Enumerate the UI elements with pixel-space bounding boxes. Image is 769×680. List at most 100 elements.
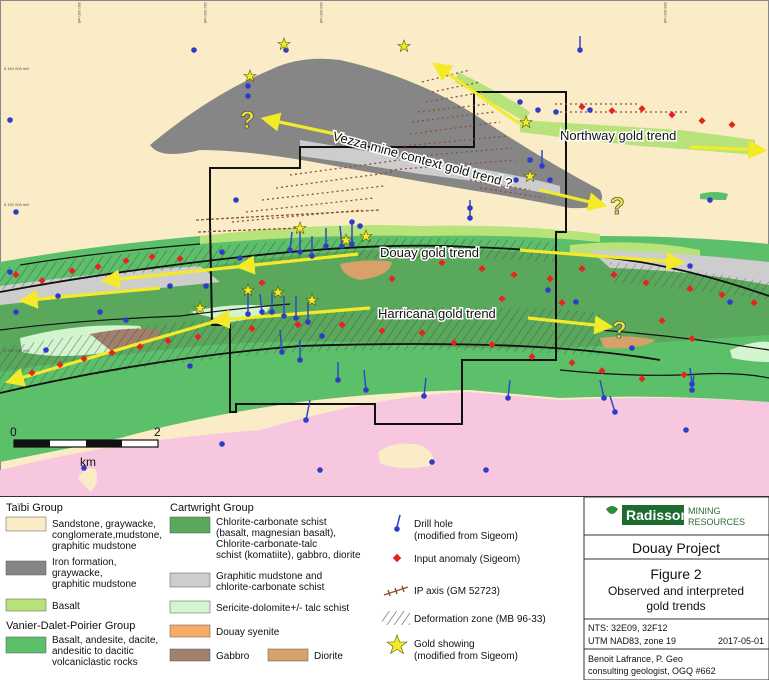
scale-end: 2: [154, 425, 161, 439]
coord-label: 5 492 000 mN: [4, 202, 29, 207]
logo-sub-2: RESOURCES: [688, 517, 745, 527]
taibi-group-title: Taïbi Group: [6, 502, 63, 514]
swatch-sandstone: [5, 516, 47, 532]
scale-unit: km: [80, 455, 96, 469]
graphitic-band: [300, 140, 560, 196]
logo-main-text: Radisson: [626, 507, 689, 523]
ip-axis-icon: [383, 585, 409, 597]
pink-unit: [0, 392, 769, 496]
swatch-diorite: [267, 648, 309, 662]
label-iron-formation: Iron formation, graywacke, graphitic mud…: [52, 557, 137, 590]
label-showing-line: (modified from Sigeom): [414, 651, 518, 662]
label-vanier-line: andesitic to dacitic: [52, 646, 134, 657]
label-vanier-line: Basalt, andesite, dacite,: [52, 635, 158, 646]
label-chlorite-line: Chlorite-carbonate-talc: [216, 539, 317, 550]
deformation-zone: [0, 238, 560, 290]
fault-line-4: [0, 303, 291, 331]
coord-label: 5 494 000 mN: [4, 66, 29, 71]
coord-label: 286 000 mE: [663, 2, 668, 24]
label-sericite: Sericite-dolomite+/- talc schist: [216, 603, 349, 614]
trend-label-douay: Douay gold trend: [380, 245, 479, 260]
scale-start: 0: [10, 425, 17, 439]
trend-label-harricana: Harricana gold trend: [378, 306, 496, 321]
deformation-icon: [382, 611, 410, 625]
query-mark: ?: [240, 107, 255, 134]
fault-line-3: [19, 243, 201, 266]
gold-showing-icon: [386, 634, 408, 655]
label-taibi-basalt: Basalt: [52, 601, 80, 612]
swatch-chlorite: [169, 516, 211, 534]
fault-line: [0, 244, 769, 297]
swatch-syenite: [169, 624, 211, 638]
author-line-2: consulting geologist, OGQ #662: [588, 666, 716, 676]
yellow-lens: [378, 443, 434, 469]
swatch-gabbro: [169, 648, 211, 662]
fault-line-5: [599, 329, 769, 351]
title-block: Radisson MINING RESOURCES Douay Project …: [583, 497, 769, 680]
label-gold-showing: Gold showing (modified from Sigeom): [414, 639, 518, 662]
label-graphitic: Graphitic mudstone and chlorite-carbonat…: [216, 571, 325, 593]
yellow-lens-2: [78, 468, 98, 492]
gold-showings: [193, 37, 537, 315]
label-chlorite-line: (basalt, magnesian basalt),: [216, 528, 336, 539]
northway-basalt-2: [455, 72, 530, 122]
label-showing-line: Gold showing: [414, 639, 475, 650]
swatch-vanier-basalt: [5, 636, 47, 654]
figure-number: Figure 2: [650, 566, 702, 582]
figure-caption-1: Observed and interpreted: [608, 584, 744, 598]
label-drill-line: Drill hole: [414, 519, 453, 530]
vanier-group-title: Vanier-Dalet-Poirier Group: [6, 620, 135, 632]
swatch-taibi-basalt: [5, 598, 47, 612]
query-mark: ?: [612, 317, 627, 344]
figure-caption-2: gold trends: [646, 599, 705, 613]
drill-holes: [7, 36, 733, 473]
coord-label: 5 490 000 mN: [4, 348, 29, 353]
label-iron-line: graywacke,: [52, 568, 103, 579]
label-sandstone-line: Sandstone, graywacke,: [52, 519, 156, 530]
logo-sub-1: MINING: [688, 506, 721, 516]
label-sandstone: Sandstone, graywacke, conglomerate,mudst…: [52, 519, 165, 552]
label-ip-axis: IP axis (GM 52723): [414, 586, 500, 597]
diorite-unit: [340, 260, 392, 280]
query-mark: ?: [610, 193, 625, 220]
query-marks: ? ? ?: [240, 107, 627, 345]
trend-label-northway: Northway gold trend: [560, 128, 676, 143]
label-drill-hole: Drill hole (modified from Sigeom): [414, 519, 518, 542]
label-chlorite-line: Chlorite-carbonate schist: [216, 517, 327, 528]
legend-panel: Taïbi Group Sandstone, graywacke, conglo…: [0, 496, 769, 680]
label-vanier-line: volcaniclastic rocks: [52, 657, 138, 668]
label-iron-line: graphitic mudstone: [52, 579, 137, 590]
swatch-iron-formation: [5, 560, 47, 576]
label-graphitic-line: chlorite-carbonate schist: [216, 582, 325, 593]
date-text: 2017-05-01: [718, 636, 764, 646]
cartwright-group-title: Cartwright Group: [170, 502, 254, 514]
label-sandstone-line: conglomerate,mudstone,: [52, 530, 162, 541]
nts-text: NTS: 32E09, 32F12: [588, 623, 668, 633]
project-boundary: [209, 91, 567, 425]
label-anomaly: Input anomaly (Sigeom): [414, 554, 520, 565]
diorite-unit-2: [600, 336, 656, 349]
coord-label: 280 000 mE: [77, 2, 82, 24]
swatch-sericite: [169, 600, 211, 614]
label-iron-line: Iron formation,: [52, 557, 116, 568]
label-drill-line: (modified from Sigeom): [414, 531, 518, 542]
project-title: Douay Project: [632, 540, 720, 556]
label-graphitic-line: Graphitic mudstone and: [216, 571, 322, 582]
author-line-1: Benoit Lafrance, P. Geo: [588, 654, 683, 664]
geology-map: ? ? ?: [0, 0, 769, 496]
deformation-zone-3: [610, 262, 769, 300]
fault-line-6: [559, 369, 769, 379]
label-gabbro: Gabbro: [216, 651, 250, 662]
scale-bar: 0 2 km: [10, 425, 161, 469]
label-vanier-basalt: Basalt, andesite, dacite, andesitic to d…: [52, 635, 161, 668]
label-chlorite: Chlorite-carbonate schist (basalt, magne…: [216, 517, 361, 561]
utm-text: UTM NAD83, zone 19: [588, 636, 676, 646]
label-sandstone-line: graphitic mudstone: [52, 541, 137, 552]
label-chlorite-line: schist (komatiite), gabbro, diorite: [216, 550, 361, 561]
anomaly-icon: [392, 553, 402, 563]
ip-axes: [195, 69, 690, 233]
sericite-lens-3: [730, 341, 769, 362]
trend-arrows: [4, 62, 768, 387]
label-syenite: Douay syenite: [216, 627, 280, 638]
coord-label: 284 000 mE: [319, 2, 324, 24]
